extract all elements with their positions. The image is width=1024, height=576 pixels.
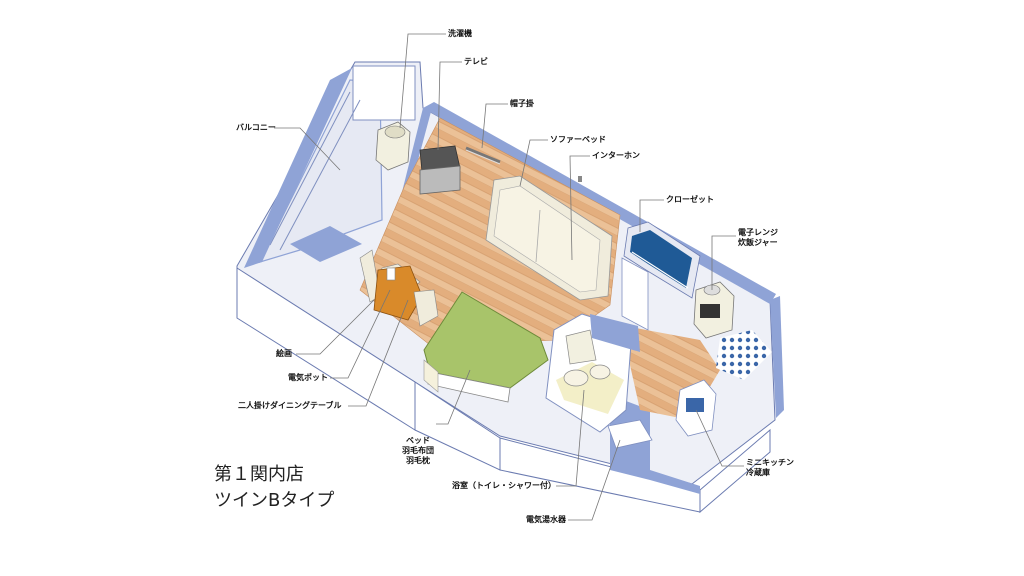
label-hat-rack: 帽子掛 <box>510 99 534 108</box>
bathroom <box>545 313 640 433</box>
tv <box>419 145 461 195</box>
label-sofa-bed: ソファーベッド <box>550 135 606 144</box>
leader-lines <box>274 33 744 521</box>
closet <box>621 221 701 331</box>
label-tv: テレビ <box>464 57 488 66</box>
microwave <box>693 281 735 339</box>
label-water-heater: 電気湯水器 <box>526 515 566 524</box>
caption-store-name: 第１関内店 <box>214 464 304 485</box>
hat-rack <box>465 146 501 165</box>
store-caption: 第１関内店 ツインBタイプ <box>214 462 334 514</box>
label-mini-kitchen: ミニキッチン 冷蔵庫 <box>746 458 794 477</box>
intercom <box>578 176 582 182</box>
label-microwave: 電子レンジ 炊飯ジャー <box>738 228 778 247</box>
label-kettle: 電気ポット <box>288 373 328 382</box>
label-painting: 絵画 <box>276 349 292 358</box>
label-laundry: 洗濯機 <box>448 29 472 38</box>
label-bed: ベッド 羽毛布団 羽毛枕 <box>402 436 434 465</box>
bed <box>423 291 549 403</box>
washing-machine <box>375 121 411 171</box>
label-closet: クローゼット <box>666 195 714 204</box>
balcony <box>258 65 416 263</box>
caption-room-type: ツインBタイプ <box>214 490 335 511</box>
label-bathroom: 浴室（トイレ・シャワー付） <box>452 481 556 490</box>
label-balcony: バルコニー <box>236 123 276 132</box>
water-heater <box>607 419 653 449</box>
dining-table <box>359 249 439 327</box>
mini-kitchen <box>675 379 717 437</box>
label-dining-table: 二人掛けダイニングテーブル <box>238 401 342 410</box>
label-intercom: インターホン <box>592 151 640 160</box>
kitchen-tile-floor <box>716 330 772 380</box>
